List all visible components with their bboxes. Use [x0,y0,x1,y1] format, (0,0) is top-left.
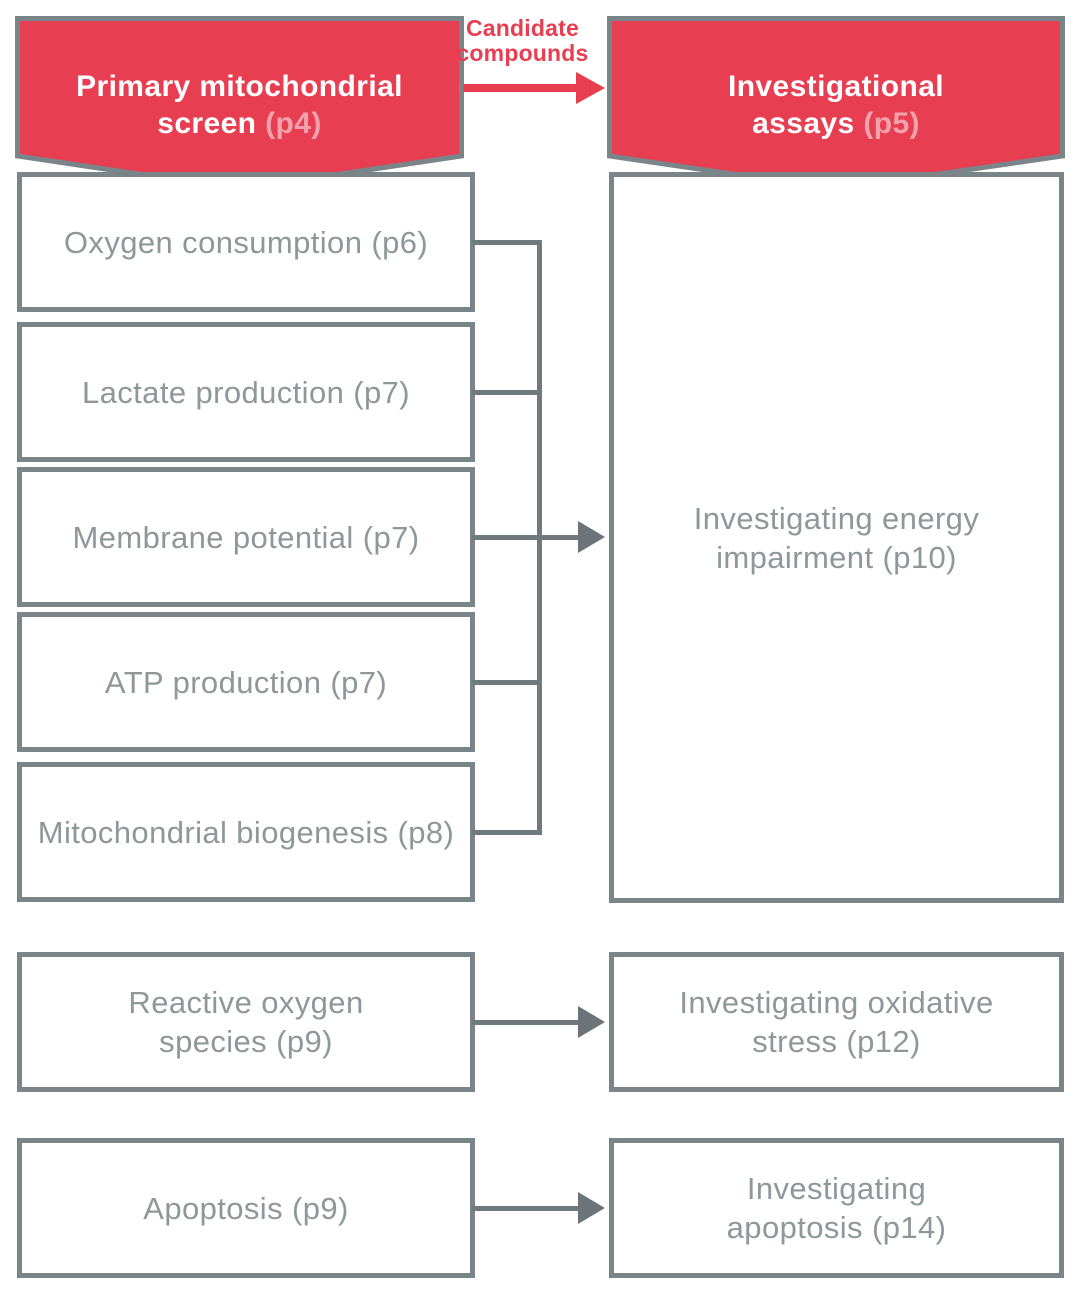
connector-atp-production [472,680,542,685]
connector-mitochondrial-biogenesis [472,830,542,835]
box-label-line1: Reactive oxygen [128,985,364,1020]
candidate-compounds-label: Candidate compounds [440,16,605,66]
box-investigating-apoptosis: Investigating apoptosis (p14) [609,1138,1064,1278]
banner-investigational-assays-text: Investigational assays (p5) [607,16,1065,194]
arrow-energy-arrowhead-icon [578,521,605,553]
box-label: ATP production (p7) [104,664,388,700]
box-label-line1: Investigating oxidative [679,985,994,1020]
box-reactive-oxygen-species: Reactive oxygen species (p9) [17,952,475,1092]
page-ref: (p5) [863,107,920,140]
candidate-compounds-arrowhead-icon [576,72,605,104]
box-mitochondrial-biogenesis: Mitochondrial biogenesis (p8) [17,762,475,902]
box-label-line1: Investigating energy [693,500,980,536]
box-atp-production: ATP production (p7) [17,612,475,752]
candidate-compounds-arrow-line [463,84,578,92]
connector-lactate-production [472,390,542,395]
box-label-line2: impairment (p10) [716,539,957,575]
box-oxygen-consumption: Oxygen consumption (p6) [17,172,475,312]
box-label: Membrane potential (p7) [72,519,420,555]
box-label: Lactate production (p7) [81,374,410,410]
box-investigating-oxidative-stress: Investigating oxidative stress (p12) [609,952,1064,1092]
banner-line2: screen (p4) [157,107,322,140]
box-investigating-energy-impairment: Investigating energy impairment (p10) [609,172,1064,903]
box-label-line2: species (p9) [159,1024,333,1059]
banner-line1: Investigational [727,70,945,103]
flow-label-line2: compounds [456,40,589,66]
box-label: Oxygen consumption (p6) [63,224,429,260]
box-apoptosis: Apoptosis (p9) [17,1138,475,1278]
page-ref: (p4) [265,107,322,140]
banner-primary-mitochondrial-screen: Primary mitochondrial screen (p4) [15,16,464,194]
box-membrane-potential: Membrane potential (p7) [17,467,475,607]
banner-line2: assays (p5) [752,107,920,140]
box-label: Apoptosis (p9) [143,1190,349,1226]
connector-oxygen-consumption [472,240,542,245]
banner-primary-screen-text: Primary mitochondrial screen (p4) [15,16,464,194]
box-label-line2: apoptosis (p14) [726,1210,947,1245]
box-label: Mitochondrial biogenesis (p8) [37,814,455,850]
flow-label-line1: Candidate [466,15,579,41]
arrow-oxidative-line [472,1020,579,1025]
box-label-line2: stress (p12) [752,1024,921,1059]
arrow-energy-line [472,535,579,540]
box-label-line1: Investigating [746,1171,927,1206]
arrow-oxidative-arrowhead-icon [578,1006,605,1038]
banner-line1: Primary mitochondrial [76,70,403,103]
arrow-apoptosis-arrowhead-icon [578,1192,605,1224]
banner-investigational-assays: Investigational assays (p5) [607,16,1065,194]
arrow-apoptosis-line [472,1206,579,1211]
box-lactate-production: Lactate production (p7) [17,322,475,462]
